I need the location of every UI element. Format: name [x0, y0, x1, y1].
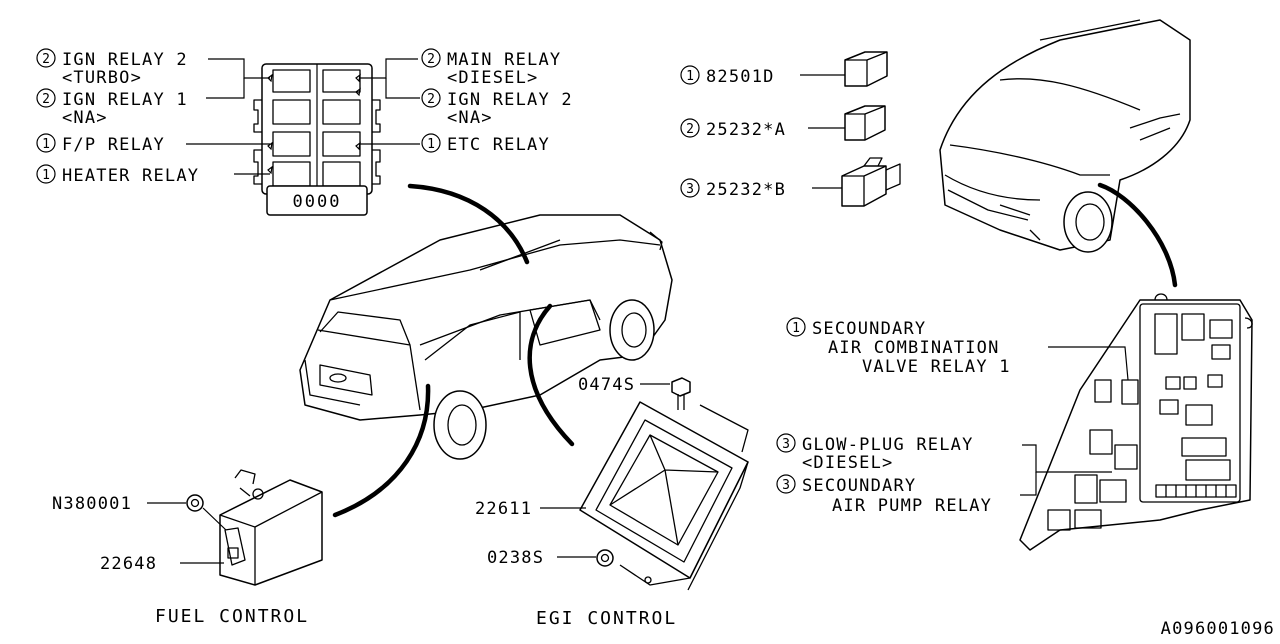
relay-part-82501D: 1 82501D	[680, 51, 888, 87]
callout-number: 3	[782, 478, 790, 493]
egi-control-ecu: 0474S 22611 0238S EGI CONTROL	[475, 375, 749, 629]
label-text: HEATER RELAY	[62, 166, 199, 186]
leader-arcs	[332, 182, 1178, 518]
callout-number: 3	[782, 437, 790, 452]
part-number: 82501D	[706, 67, 775, 87]
label-line2: AIR PUMP RELAY	[832, 496, 992, 516]
label-variant: <TURBO>	[62, 68, 142, 88]
part-number: 25232*B	[706, 180, 786, 200]
callout-number: 1	[42, 137, 50, 152]
label-text: IGN RELAY 2	[447, 90, 573, 110]
car-front-illustration	[939, 19, 1191, 253]
callout-number: 2	[686, 122, 694, 137]
relay-box-fuse-label: 0000	[293, 192, 342, 212]
label-glow-plug-relay: 3 GLOW-PLUG RELAY <DIESEL>	[776, 433, 974, 473]
label-main-relay-diesel: 2 MAIN RELAY <DIESEL>	[421, 48, 561, 88]
label-fp-relay: 1 F/P RELAY	[36, 133, 165, 155]
part-number-nut: N380001	[52, 494, 132, 514]
relay-part-25232A: 2 25232*A	[680, 105, 886, 141]
caption-egi-control: EGI CONTROL	[536, 608, 677, 629]
fuse-box-leaders	[1020, 346, 1129, 496]
callout-number: 1	[686, 69, 694, 84]
label-line1: SECOUNDARY	[802, 476, 916, 496]
label-ign-relay-2-turbo: 2 IGN RELAY 2 <TURBO>	[36, 48, 188, 88]
relay-box-leaders	[186, 58, 420, 175]
fuel-control-module: N380001 22648 FUEL CONTROL	[52, 469, 323, 627]
label-secondary-air-combination: 1 SECOUNDARY AIR COMBINATION VALVE RELAY…	[786, 317, 1011, 377]
part-number: 25232*A	[706, 120, 786, 140]
callout-number: 1	[792, 321, 800, 336]
diagram-code: A096001096	[1161, 619, 1275, 639]
part-number-nut: 0238S	[487, 548, 544, 568]
label-text: ETC RELAY	[447, 135, 550, 155]
label-variant: <DIESEL>	[802, 453, 893, 473]
callout-number: 2	[42, 92, 50, 107]
fuse-box-illustration	[1019, 293, 1253, 551]
label-etc-relay: 1 ETC RELAY	[421, 133, 550, 155]
relay-part-25232B: 3 25232*B	[680, 157, 901, 207]
part-number-module: 22648	[100, 554, 157, 574]
callout-number: 2	[42, 52, 50, 67]
label-line3: VALVE RELAY 1	[862, 357, 1011, 377]
caption-fuel-control: FUEL CONTROL	[155, 606, 309, 627]
label-text: IGN RELAY 2	[62, 50, 188, 70]
label-variant: <DIESEL>	[447, 68, 538, 88]
label-text: IGN RELAY 1	[62, 90, 188, 110]
callout-number: 2	[427, 92, 435, 107]
label-text: GLOW-PLUG RELAY	[802, 435, 974, 455]
callout-number: 2	[427, 52, 435, 67]
callout-number: 3	[686, 182, 694, 197]
label-secondary-air-pump: 3 SECOUNDARY AIR PUMP RELAY	[776, 474, 992, 516]
label-variant: <NA>	[62, 108, 108, 128]
callout-number: 1	[42, 168, 50, 183]
label-variant: <NA>	[447, 108, 493, 128]
label-text: MAIN RELAY	[447, 50, 561, 70]
relay-box: 0000	[253, 63, 381, 216]
label-text: F/P RELAY	[62, 135, 165, 155]
label-heater-relay: 1 HEATER RELAY	[36, 164, 199, 186]
label-ign-relay-1-na: 2 IGN RELAY 1 <NA>	[36, 88, 188, 128]
part-number-bolt: 0474S	[578, 375, 635, 395]
callout-number: 1	[427, 137, 435, 152]
label-ign-relay-2-na: 2 IGN RELAY 2 <NA>	[421, 88, 573, 128]
car-rear-illustration	[299, 214, 673, 460]
part-number-ecu: 22611	[475, 499, 532, 519]
label-line1: SECOUNDARY	[812, 319, 926, 339]
label-line2: AIR COMBINATION	[828, 338, 1000, 358]
